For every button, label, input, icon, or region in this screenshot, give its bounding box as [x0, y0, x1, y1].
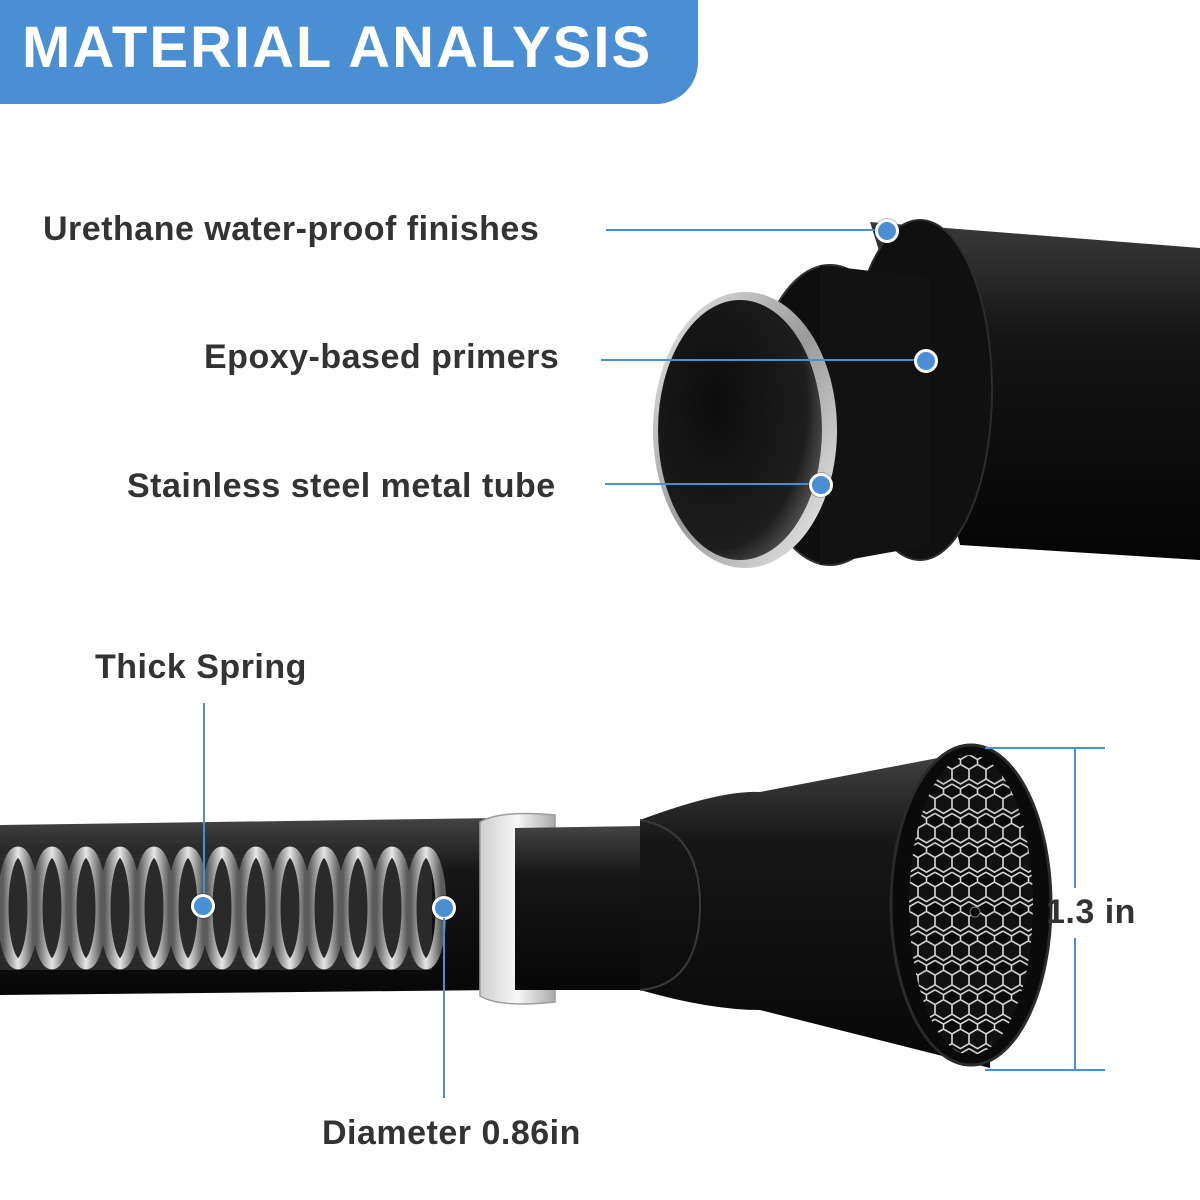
rod-end — [479, 743, 1053, 1068]
spring-coils — [0, 846, 447, 970]
coated-tube — [653, 219, 1200, 568]
marker-diameter — [432, 896, 456, 920]
leader-steel — [605, 483, 818, 485]
leader-urethane — [606, 229, 884, 231]
label-urethane: Urethane water-proof finishes — [43, 210, 540, 248]
label-diameter: Diameter 0.86in — [322, 1114, 581, 1152]
marker-urethane — [875, 219, 899, 243]
label-steel: Stainless steel metal tube — [127, 467, 556, 505]
leader-spring — [203, 703, 205, 903]
leader-diameter — [443, 918, 445, 1098]
label-epoxy: Epoxy-based primers — [204, 338, 560, 376]
marker-epoxy — [914, 349, 938, 373]
label-end-size: 1.3 in — [1046, 893, 1136, 931]
marker-spring — [191, 894, 215, 918]
label-spring: Thick Spring — [95, 648, 307, 686]
marker-steel — [809, 473, 833, 497]
end-size-dimension — [985, 747, 1105, 1071]
leader-epoxy — [601, 359, 923, 361]
page-title: MATERIAL ANALYSIS — [22, 15, 653, 80]
title-banner: MATERIAL ANALYSIS — [0, 0, 698, 104]
